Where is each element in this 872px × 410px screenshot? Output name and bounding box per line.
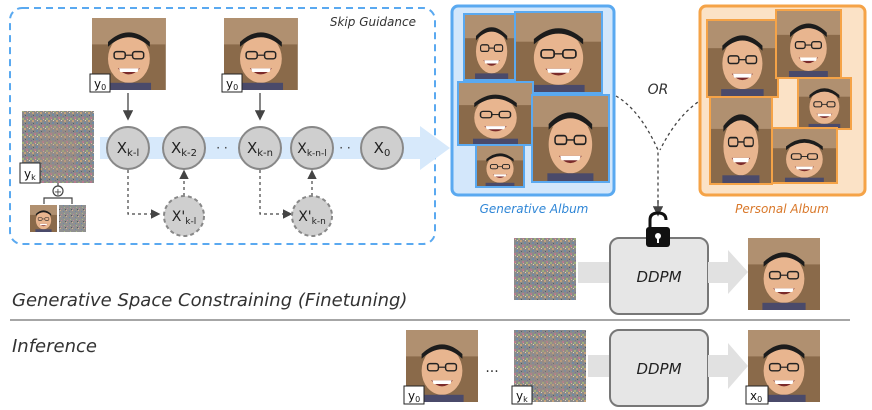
svg-text:Xk-n-l: Xk-n-l (297, 141, 327, 159)
inference-x0-label-box (745, 385, 769, 405)
finetune-output-face (747, 237, 821, 311)
inference-y0-label-box (403, 385, 425, 405)
chain-ellipsis-b: · · (339, 141, 350, 155)
svg-text:Xk-2: Xk-2 (171, 139, 197, 159)
personal-album-label: Personal Album (735, 202, 829, 216)
inference-yk-face-ghost (528, 338, 572, 394)
chain-node-x0: X0 (360, 126, 404, 170)
small-face-image (29, 204, 58, 233)
svg-text:Xk-n: Xk-n (247, 139, 273, 159)
generative-album-photos (457, 11, 610, 188)
or-label: OR (648, 82, 669, 98)
chain-node-xk-n-1: Xk-n-l (290, 126, 334, 170)
inference-input-arrow (588, 350, 612, 382)
finetune-output-arrow (708, 250, 748, 294)
inference-y0-label: y0 (408, 389, 420, 404)
yk-label: yk (24, 167, 36, 182)
inference-yk-label-box (511, 385, 533, 405)
chain-node-xk-2: Xk-2 (162, 126, 206, 170)
combine-plus-node (52, 185, 64, 197)
training-box (9, 7, 436, 245)
svg-text:Xk-l: Xk-l (117, 139, 139, 159)
skip-node-xk-1: X'k-l (163, 195, 205, 237)
svg-text:X'k-l: X'k-l (172, 209, 196, 227)
y0-label-b: y0 (226, 77, 238, 92)
finetune-section-title: Generative Space Constraining (Finetunin… (12, 290, 407, 311)
skip-path-a (127, 170, 161, 219)
generative-album-label: Generative Album (480, 202, 589, 216)
lock-icon (646, 211, 670, 247)
chain-node-xk-1: Xk-l (106, 126, 150, 170)
skip-node-xk-n: X'k-n (291, 195, 333, 237)
svg-text:X0: X0 (374, 139, 391, 159)
generative-to-lock-path (615, 95, 659, 210)
yk-face-ghost (38, 124, 78, 176)
inference-ddpm-label: DDPM (636, 360, 681, 378)
skip-guidance-label: Skip Guidance (330, 15, 416, 29)
chain-ellipsis-a: · · (216, 141, 227, 155)
y0-label-a: y0 (94, 77, 106, 92)
inference-output-arrow (708, 343, 748, 389)
chain-node-xk-n: Xk-n (238, 126, 282, 170)
finetune-input-arrow (578, 255, 612, 290)
personal-album-photos (706, 9, 852, 185)
small-noise-image (59, 205, 86, 232)
inference-section-title: Inference (12, 336, 97, 357)
y0-label-box-a (89, 73, 111, 93)
inference-x0-label: x0 (750, 389, 762, 404)
yk-label-box (19, 162, 41, 184)
combine-branch (43, 197, 73, 204)
inference-ellipsis: ... (485, 360, 498, 376)
svg-text:X'k-n: X'k-n (298, 209, 326, 227)
skip-path-b (259, 170, 293, 219)
finetune-noise-input (514, 238, 576, 300)
inference-yk-label: yk (516, 389, 528, 404)
y0-label-box-b (221, 73, 243, 93)
combine-plus-symbol: + (54, 187, 62, 198)
finetune-ddpm-label: DDPM (636, 268, 681, 286)
